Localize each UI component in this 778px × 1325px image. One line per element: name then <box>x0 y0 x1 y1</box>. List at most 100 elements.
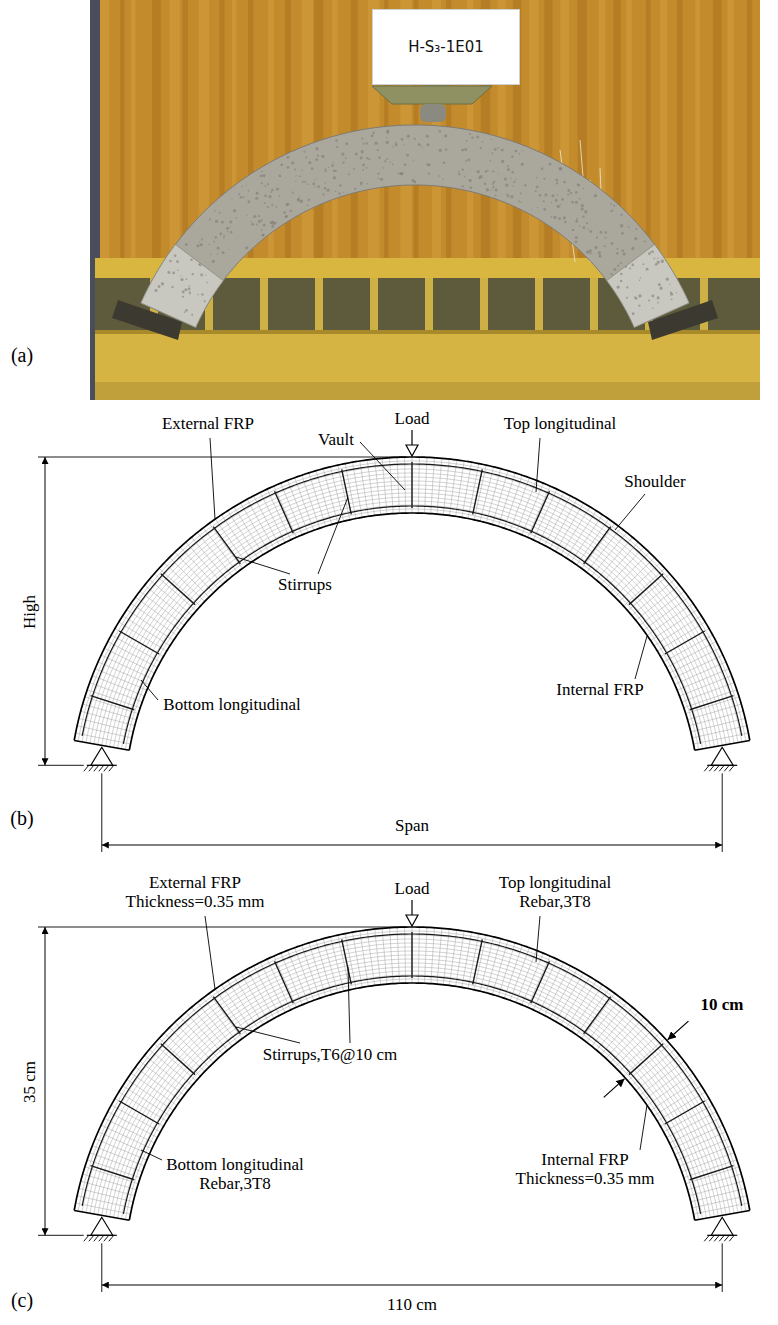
concrete-speckle <box>632 312 635 315</box>
concrete-speckle <box>642 263 644 265</box>
concrete-speckle <box>490 160 492 162</box>
concrete-speckle <box>308 199 311 202</box>
frp-layer <box>129 513 694 750</box>
mesh-line <box>661 629 709 657</box>
stirrup <box>91 1166 135 1180</box>
concrete-speckle <box>507 168 510 171</box>
concrete-speckle <box>515 150 518 153</box>
mesh-line <box>672 1125 723 1149</box>
concrete-speckle <box>596 236 598 238</box>
mesh-line <box>601 1012 638 1054</box>
concrete-speckle <box>543 178 545 180</box>
concrete-speckle <box>648 252 651 255</box>
support-hatch <box>714 765 719 771</box>
concrete-speckle <box>582 188 584 190</box>
mesh-line <box>121 975 702 1219</box>
thickness-arrow <box>604 1079 625 1098</box>
mesh-line <box>443 929 449 985</box>
test-photo <box>90 0 760 400</box>
mesh-line <box>539 962 564 1012</box>
mesh-line <box>115 629 163 657</box>
mesh-line <box>632 580 675 616</box>
mesh-line <box>498 943 515 996</box>
mesh-line <box>247 969 274 1018</box>
curtain-fold <box>120 0 124 262</box>
mesh-line <box>209 523 242 568</box>
mesh-line <box>101 655 152 679</box>
curtain-fold <box>727 0 733 262</box>
concrete-speckle <box>333 176 336 179</box>
concrete-speckle <box>248 190 250 192</box>
concrete-speckle <box>518 200 520 202</box>
concrete-speckle <box>604 237 606 239</box>
concrete-speckle <box>495 188 498 191</box>
mesh-line <box>390 928 394 984</box>
stirrup <box>584 997 611 1034</box>
concrete-speckle <box>551 202 552 203</box>
mesh-line <box>462 462 472 517</box>
curtain-fold <box>332 0 338 262</box>
mesh-line <box>247 499 274 548</box>
curtain-fold <box>713 0 722 262</box>
concrete-speckle <box>478 177 481 180</box>
mesh-line <box>449 460 456 516</box>
mesh-line <box>81 1181 135 1195</box>
extension-line <box>38 927 406 928</box>
concrete-speckle <box>324 168 326 170</box>
curtain-fold <box>747 0 752 262</box>
concrete-speckle <box>621 232 624 235</box>
concrete-speckle <box>366 183 368 185</box>
mesh-line <box>539 492 564 542</box>
concrete-speckle <box>574 241 577 244</box>
mesh-line <box>456 931 465 986</box>
mesh-line <box>115 1099 163 1127</box>
mesh-line <box>498 473 515 526</box>
mesh-line <box>437 928 442 984</box>
dimension-label: High <box>21 595 40 629</box>
concrete-speckle <box>285 216 287 218</box>
mesh-line <box>267 489 291 540</box>
concrete-speckle <box>572 229 574 231</box>
concrete-speckle <box>610 210 612 212</box>
specimen-id: H-S₃-1E01 <box>408 38 484 56</box>
mesh-line <box>615 1027 655 1067</box>
concrete-speckle <box>261 219 263 221</box>
concrete-speckle <box>629 267 631 269</box>
load-arrowhead <box>406 915 418 926</box>
concrete-speckle <box>492 183 494 185</box>
support-hatch <box>704 765 709 771</box>
concrete-speckle <box>576 218 578 220</box>
mesh-line <box>197 1003 232 1047</box>
mesh-line <box>577 989 609 1035</box>
mesh-line <box>260 962 285 1012</box>
mesh-line <box>691 1188 745 1201</box>
mesh-line <box>78 931 746 1211</box>
frame-base <box>95 330 760 400</box>
concrete-speckle <box>189 291 191 293</box>
support-hatch <box>109 1235 114 1241</box>
mesh-line <box>397 457 399 513</box>
concrete-speckle <box>263 224 266 227</box>
mesh-line <box>647 1073 693 1105</box>
mesh-line <box>114 497 711 747</box>
mesh-line <box>437 458 442 514</box>
mesh-line <box>180 1017 218 1058</box>
mesh-line <box>486 939 500 993</box>
mesh-line <box>241 503 269 551</box>
concrete-speckle <box>584 210 587 213</box>
concrete-speckle <box>314 179 315 180</box>
concrete-speckle <box>513 181 515 183</box>
concrete-speckle <box>537 207 538 208</box>
extension-line <box>101 773 102 852</box>
mesh-line <box>140 1061 184 1095</box>
concrete-speckle <box>294 168 296 170</box>
arch-specimen <box>141 125 689 327</box>
concrete-speckle <box>177 269 179 271</box>
mesh-line <box>98 481 726 745</box>
concrete-speckle <box>510 195 513 198</box>
concrete-speckle <box>342 162 344 164</box>
mesh-line <box>175 552 214 592</box>
concrete-speckle <box>535 190 537 192</box>
